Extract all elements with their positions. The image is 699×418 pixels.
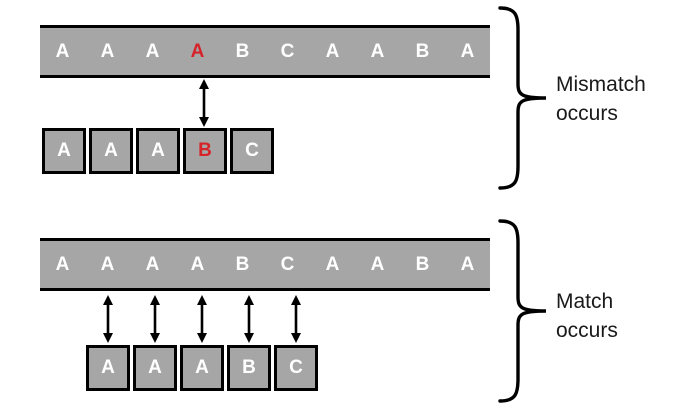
- match-label-line1: Match: [556, 290, 614, 313]
- text-letter: A: [190, 254, 205, 275]
- text-letter: A: [370, 254, 385, 275]
- mismatch-label-line2: occurs: [556, 102, 618, 125]
- text-letter: A: [55, 254, 70, 275]
- text-letter: A: [325, 41, 340, 62]
- text-letter: A: [190, 41, 205, 62]
- text-letter: C: [280, 41, 295, 62]
- double-arrow-icon: [244, 295, 254, 343]
- pattern-letter: A: [136, 128, 180, 174]
- mismatch-label: Mismatch occurs: [556, 70, 646, 128]
- double-arrow-icon: [103, 295, 113, 343]
- text-letter: B: [235, 254, 250, 275]
- double-arrow-icon: [291, 295, 301, 343]
- text-letter: B: [415, 254, 430, 275]
- text-letter: B: [415, 41, 430, 62]
- curly-brace-icon: [498, 6, 547, 190]
- text-letter: A: [100, 41, 115, 62]
- text-letter: A: [325, 254, 340, 275]
- pattern-letter: A: [89, 128, 133, 174]
- double-arrow-icon: [150, 295, 160, 343]
- pattern-letter: B: [183, 128, 227, 174]
- pattern-letter: B: [227, 345, 271, 391]
- text-letter: A: [55, 41, 70, 62]
- pattern-letter: A: [42, 128, 86, 174]
- pattern-letter: A: [86, 345, 130, 391]
- pattern-letter: A: [133, 345, 177, 391]
- text-letter: A: [370, 41, 385, 62]
- pattern-letter: C: [274, 345, 318, 391]
- text-letter: A: [460, 41, 475, 62]
- text-letter: A: [100, 254, 115, 275]
- curly-brace-icon: [498, 219, 547, 403]
- text-letter: C: [280, 254, 295, 275]
- text-letter: B: [235, 41, 250, 62]
- pattern-letter: C: [230, 128, 274, 174]
- match-label: Match occurs: [556, 287, 618, 345]
- pattern-letter: A: [180, 345, 224, 391]
- mismatch-label-line1: Mismatch: [556, 73, 646, 96]
- text-letter: A: [145, 254, 160, 275]
- double-arrow-icon: [197, 295, 207, 343]
- text-letter: A: [460, 254, 475, 275]
- double-arrow-icon: [199, 79, 209, 127]
- text-letter: A: [145, 41, 160, 62]
- match-label-line2: occurs: [556, 319, 618, 342]
